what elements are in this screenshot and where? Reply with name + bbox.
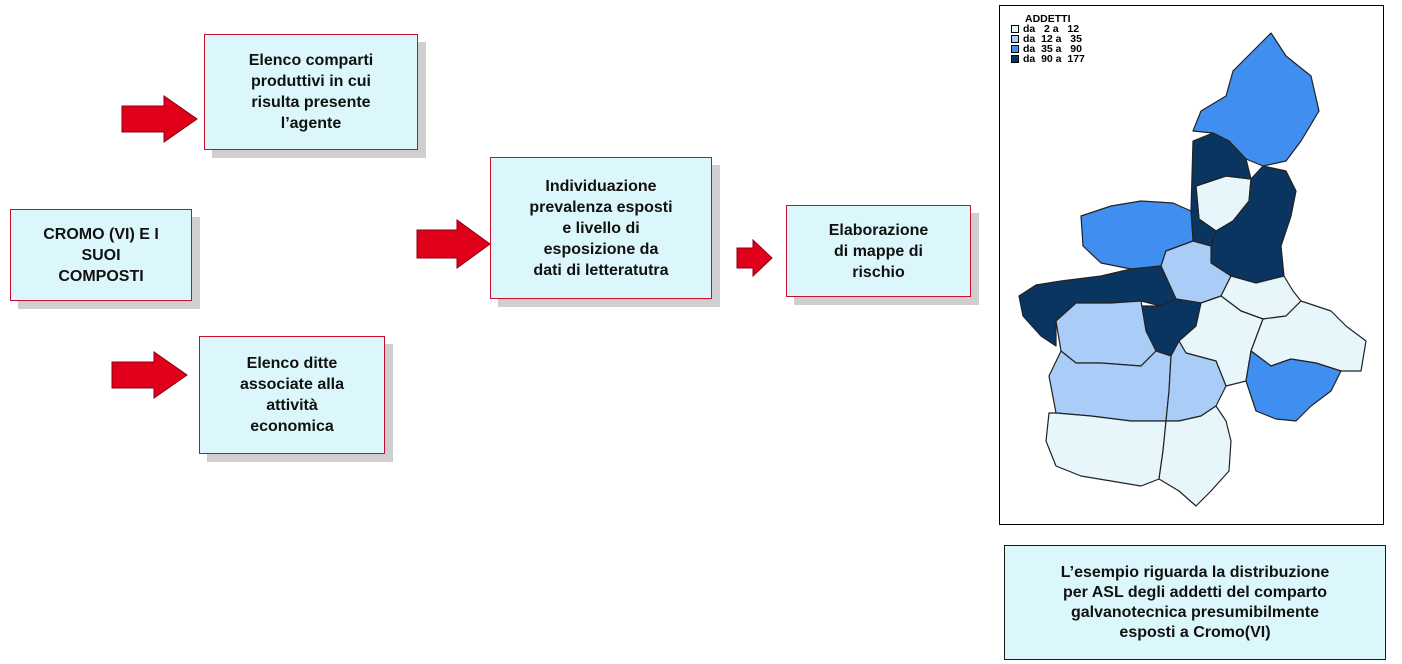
risk-map (999, 5, 1384, 525)
cromo-text: CROMO (VI) E I SUOI COMPOSTI (43, 225, 159, 285)
elenco-comparti-text: Elenco comparti produttivi in cui risult… (248, 52, 374, 132)
region-torino-west (1018, 265, 1177, 347)
legend-label: da 12 a 35 (1023, 33, 1082, 45)
individuazione-text: Individuazione prevalenza esposti e live… (529, 177, 673, 279)
legend-item: da 90 a 177 (1011, 54, 1085, 64)
legend-label: da 2 a 12 (1023, 23, 1080, 35)
arrow-to-elenco-comparti (121, 95, 198, 143)
region-alessandria (1245, 350, 1342, 422)
legend-swatch (1011, 45, 1019, 53)
legend-label: da 90 a 177 (1023, 53, 1085, 65)
individuazione-box: Individuazione prevalenza esposti e live… (490, 157, 712, 299)
piemonte-map (1018, 32, 1367, 507)
arrow-to-individuazione (416, 219, 491, 269)
arrow-to-elenco-ditte (111, 351, 188, 399)
legend-item: da 2 a 12 (1011, 24, 1085, 34)
region-asti (1178, 295, 1264, 387)
legend-label: da 35 a 90 (1023, 43, 1082, 55)
legend-swatch (1011, 35, 1019, 43)
region-vco (1192, 32, 1320, 167)
caption-text: L’esempio riguarda la distribuzione per … (1060, 563, 1330, 641)
elenco-ditte-text: Elenco ditte associate alla attività eco… (239, 355, 345, 435)
legend-item: da 35 a 90 (1011, 44, 1085, 54)
legend-item: da 12 a 35 (1011, 34, 1085, 44)
cromo-box: CROMO (VI) E I SUOI COMPOSTI (10, 209, 192, 301)
legend-title: ADDETTI (1025, 13, 1071, 25)
region-pinerolo (1055, 300, 1157, 367)
region-mondovi (1158, 405, 1232, 507)
region-cuneo-south (1045, 412, 1167, 487)
elaborazione-text: Elaborazione di mappe di rischio (828, 221, 929, 281)
elenco-comparti-box: Elenco comparti produttivi in cui risult… (204, 34, 418, 150)
legend-swatch (1011, 55, 1019, 63)
arrow-to-elaborazione (736, 238, 773, 278)
map-caption: L’esempio riguarda la distribuzione per … (1004, 545, 1386, 660)
elenco-ditte-box: Elenco ditte associate alla attività eco… (199, 336, 385, 454)
elaborazione-box: Elaborazione di mappe di rischio (786, 205, 971, 297)
legend-swatch (1011, 25, 1019, 33)
